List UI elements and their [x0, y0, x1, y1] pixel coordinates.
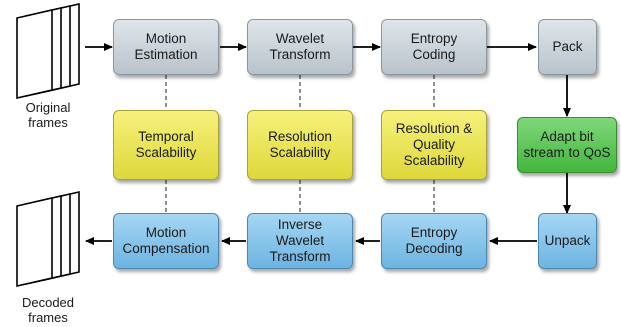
resolution-scalability-box: Resolution Scalability: [247, 110, 353, 180]
entropy-decoding-box: Entropy Decoding: [381, 213, 487, 269]
temporal-scalability-box: Temporal Scalability: [113, 110, 219, 180]
entropy-coding-box: Entropy Coding: [381, 19, 487, 75]
motion-estimation-box: Motion Estimation: [113, 19, 219, 75]
original-frames-icon: [16, 2, 80, 100]
adapt-bit-stream-box: Adapt bit stream to QoS: [517, 117, 617, 173]
dashed-links: [165, 75, 435, 213]
wavelet-transform-box: Wavelet Transform: [247, 19, 353, 75]
pack-box: Pack: [538, 19, 597, 75]
inverse-wavelet-transform-box: Inverse Wavelet Transform: [247, 213, 353, 269]
decoded-frames-caption: Decoded frames: [21, 295, 75, 325]
unpack-box: Unpack: [538, 213, 597, 269]
decoded-frames-icon: [16, 190, 80, 288]
motion-compensation-box: Motion Compensation: [113, 213, 219, 269]
original-frames-caption: Original frames: [25, 100, 71, 130]
resolution-quality-scalability-box: Resolution & Quality Scalability: [381, 110, 487, 180]
